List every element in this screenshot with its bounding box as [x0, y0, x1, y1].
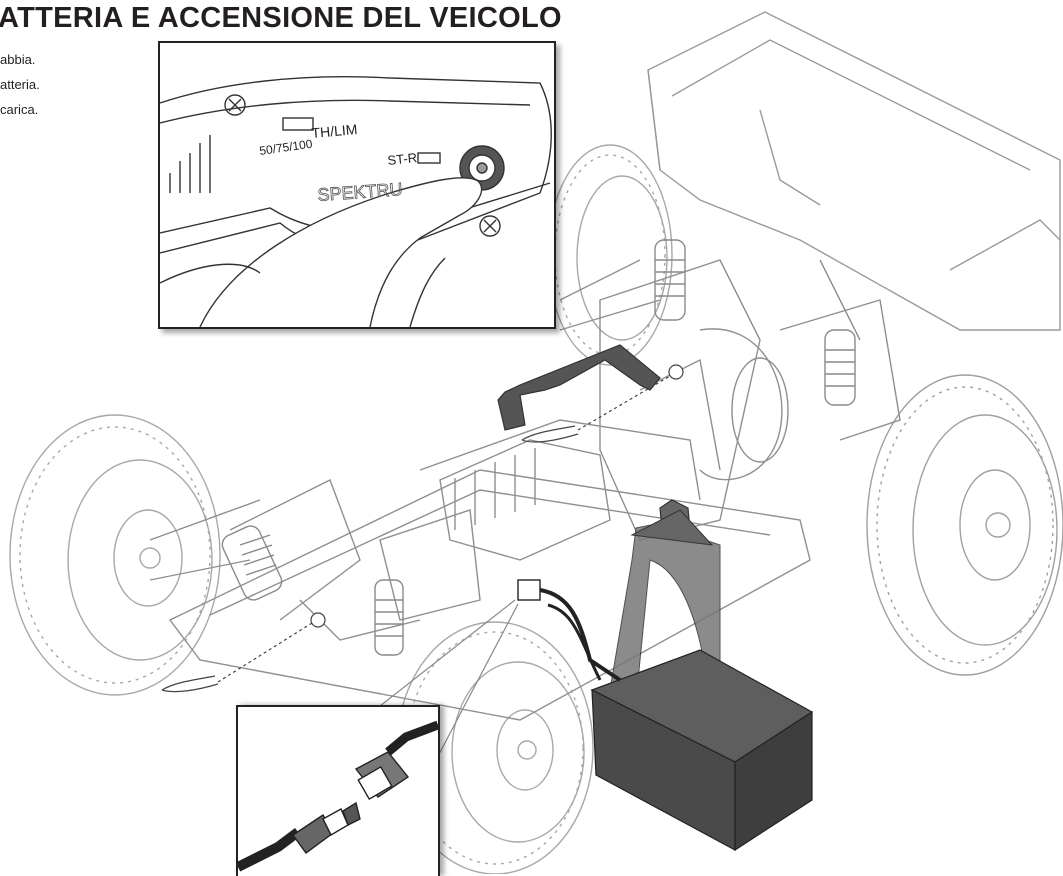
- rear-left-wheel: [547, 144, 673, 366]
- instruction-step-1: abbia.: [0, 52, 36, 67]
- power-switch-inset: TH/LIM 50/75/100 ST-R SPEKTRU: [158, 41, 556, 329]
- instruction-step-2: atteria.: [0, 77, 40, 92]
- power-switch-drawing: TH/LIM 50/75/100 ST-R SPEKTRU: [160, 76, 552, 327]
- throttle-limit-label: TH/LIM: [311, 121, 358, 141]
- page-title: ATTERIA E ACCENSIONE DEL VEICOLO: [0, 2, 562, 34]
- shock-absorbers: [221, 239, 856, 656]
- steering-reverse-label: ST-R: [387, 150, 418, 168]
- chassis: [149, 259, 901, 721]
- instruction-step-3: carica.: [0, 102, 39, 117]
- rear-right-wheel: [866, 374, 1063, 676]
- body-clips: [161, 364, 684, 693]
- connector-inset: [236, 705, 440, 876]
- install-arrow: [609, 509, 721, 701]
- battery-pack: [590, 649, 814, 852]
- battery-lead: [517, 579, 622, 682]
- rear-wing: [647, 11, 1061, 331]
- callout-lines: [379, 599, 519, 761]
- connector-drawing: [238, 720, 438, 872]
- throttle-values-label: 50/75/100: [258, 137, 313, 158]
- front-left-wheel: [9, 414, 221, 696]
